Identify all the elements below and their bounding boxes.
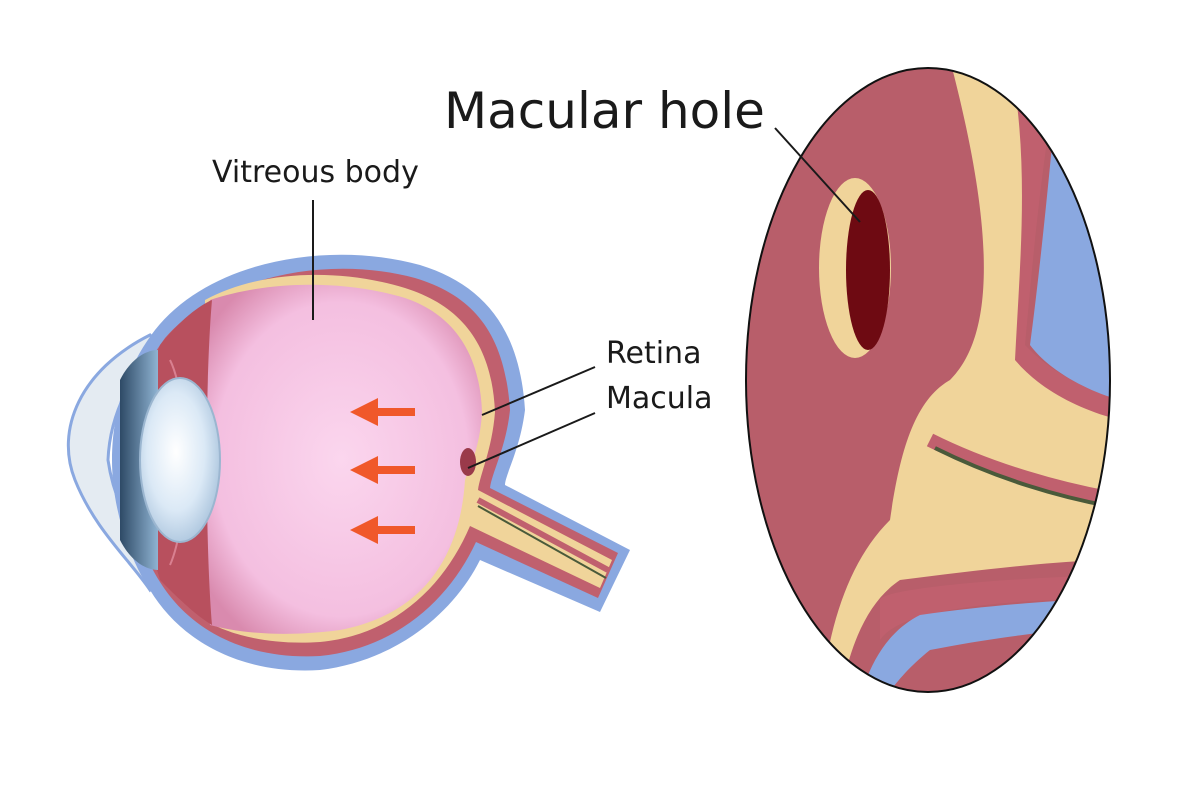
vitreous-traction-arrows: [350, 398, 415, 544]
leader-macular-hole: [774, 127, 861, 223]
arrow-left-icon: [350, 456, 415, 484]
arrow-left-icon: [350, 398, 415, 426]
lens: [139, 377, 221, 543]
macula-spot: [460, 448, 476, 476]
arrow-left-icon: [350, 516, 415, 544]
macular-hole: [846, 190, 890, 350]
leader-macula: [467, 412, 596, 469]
label-vitreous-body: Vitreous body: [212, 155, 419, 190]
vitreous-body: [200, 284, 482, 634]
leader-retina: [481, 366, 596, 416]
label-macula: Macula: [606, 381, 713, 416]
cornea: [66, 333, 163, 593]
macular-hole-zoom: [745, 67, 1111, 693]
label-macular-hole: Macular hole: [444, 82, 765, 140]
eye-cross-section: [66, 254, 630, 671]
label-retina: Retina: [606, 336, 701, 371]
